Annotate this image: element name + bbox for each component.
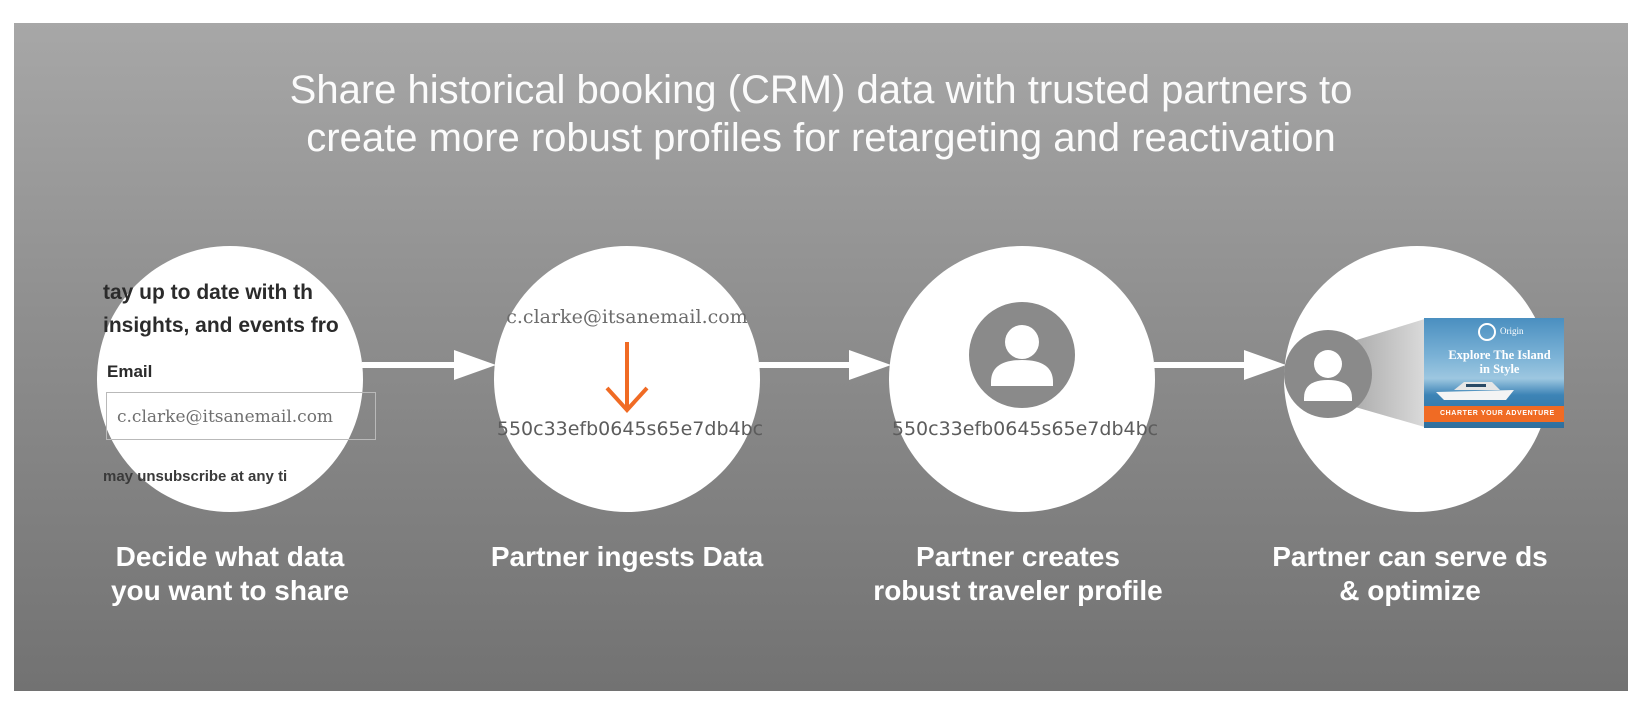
email-label: Email <box>107 362 153 381</box>
step-2-caption: Partner ingests Data <box>457 540 797 574</box>
user-icon <box>969 302 1075 408</box>
caption-line-1: Partner ingests Data <box>490 541 764 572</box>
caption-line-1: Partner creates <box>916 541 1120 572</box>
caption-line-1: Partner can serve ds <box>1272 541 1548 572</box>
hash-text: 550c33efb0645s65e7db4bc <box>891 418 1159 440</box>
unsubscribe-note: may unsubscribe at any ti <box>103 468 288 485</box>
step-3-circle: 550c33efb0645s65e7db4bc <box>889 246 1158 512</box>
caption-line-2: & optimize <box>1339 575 1481 606</box>
caption-line-2: you want to share <box>110 575 350 606</box>
brand-logo-icon <box>1478 323 1496 341</box>
charter-button[interactable]: CHARTER YOUR ADVENTURE <box>1424 406 1564 422</box>
form-heading-line-1: tay up to date with th <box>103 281 313 304</box>
step-4-circle: Origin Explore The Island in Style CHART… <box>1284 246 1564 512</box>
form-heading-line-2: insights, and events fro <box>103 314 339 337</box>
caption-line-2: robust traveler profile <box>873 575 1163 606</box>
step-1-caption: Decide what data you want to share <box>60 540 400 608</box>
step-4-caption: Partner can serve ds & optimize <box>1240 540 1580 608</box>
step-2-circle: c.clarke@itsanemail.com 550c33efb0645s65… <box>494 246 763 512</box>
arrow-right-icon <box>759 350 891 380</box>
arrow-right-icon <box>362 350 496 380</box>
user-icon <box>1284 330 1372 418</box>
ad-title-line-1: Explore The Island <box>1448 348 1551 362</box>
headline-line-1: Share historical booking (CRM) data with… <box>289 68 1353 112</box>
step-1-circle: tay up to date with th insights, and eve… <box>97 246 376 512</box>
step-3-caption: Partner creates robust traveler profile <box>848 540 1188 608</box>
caption-line-1: Decide what data <box>115 541 345 572</box>
email-text: c.clarke@itsanemail.com <box>506 306 748 328</box>
headline: Share historical booking (CRM) data with… <box>0 66 1642 162</box>
yacht-icon <box>1436 382 1514 400</box>
headline-line-2: create more robust profiles for retarget… <box>306 116 1336 160</box>
ad-brand: Origin <box>1500 326 1524 336</box>
ad-banner[interactable]: Origin Explore The Island in Style CHART… <box>1424 318 1564 428</box>
arrow-down-icon <box>605 342 649 413</box>
arrow-right-icon <box>1154 350 1286 380</box>
form-heading: tay up to date with th insights, and eve… <box>103 276 363 342</box>
hash-text: 550c33efb0645s65e7db4bc <box>496 418 764 440</box>
ad-title-line-2: in Style <box>1479 362 1520 376</box>
email-field[interactable]: c.clarke@itsanemail.com <box>106 392 376 440</box>
ad-title: Explore The Island in Style <box>1432 348 1567 376</box>
